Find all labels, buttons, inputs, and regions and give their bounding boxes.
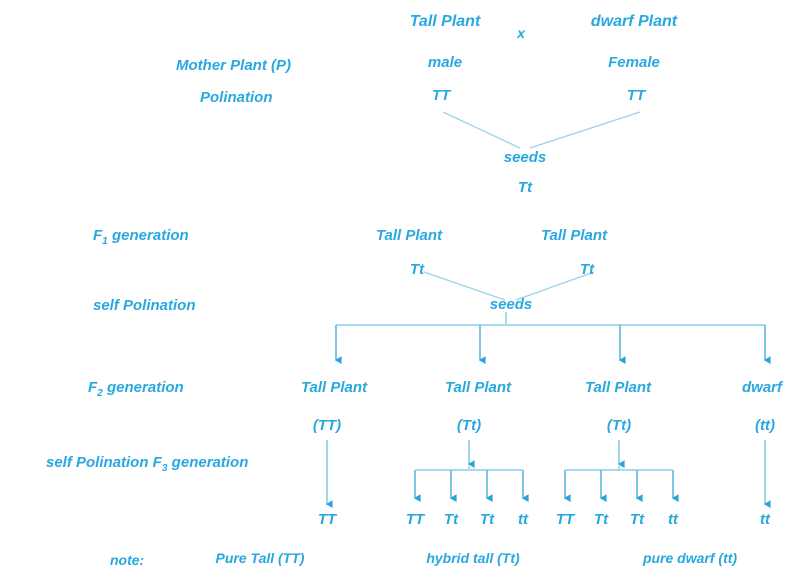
f1-right-plant-genotype: Tt bbox=[579, 261, 595, 278]
note-label: note: bbox=[110, 552, 145, 568]
f3-group1-genotype-1: TT bbox=[317, 511, 337, 528]
p-left-parent-sex: male bbox=[427, 54, 463, 71]
f3-group4-genotype-1: tt bbox=[760, 511, 770, 528]
self-polination-label: self Polination bbox=[93, 297, 196, 314]
f2-column-1-name: Tall Plant bbox=[300, 379, 368, 396]
note-pure-dwarf: pure dwarf (tt) bbox=[642, 550, 738, 566]
f1-suffix: generation bbox=[107, 227, 189, 244]
p-left-parent-genotype: TT bbox=[431, 87, 451, 104]
f1-left-plant-name: Tall Plant bbox=[375, 227, 443, 244]
f2-column-3-genotype: (Tt) bbox=[606, 417, 632, 434]
f3-group2-genotype-4: tt bbox=[518, 511, 528, 528]
f1-generation-label: F1 generation bbox=[93, 228, 189, 247]
f2-column-2-genotype: (Tt) bbox=[456, 417, 482, 434]
p-right-parent-genotype: TT bbox=[626, 87, 646, 104]
p-left-parent-name: Tall Plant bbox=[409, 13, 481, 30]
f1-subscript: 1 bbox=[102, 236, 108, 247]
f2-column-4-genotype: (tt) bbox=[755, 417, 775, 434]
f2-column-4-name: dwarf bbox=[741, 379, 783, 396]
f2-column-2-name: Tall Plant bbox=[444, 379, 512, 396]
f3-suffix: generation bbox=[167, 454, 249, 471]
note-pure-tall: Pure Tall (TT) bbox=[215, 550, 305, 566]
f2-suffix: generation bbox=[102, 379, 184, 396]
f1-right-plant-name: Tall Plant bbox=[540, 227, 608, 244]
f3-prefix: self Polination F bbox=[46, 454, 162, 471]
f3-subscript: 3 bbox=[161, 463, 168, 474]
f3-group2-genotype-1: TT bbox=[405, 511, 425, 528]
f3-group3-genotype-2: Tt bbox=[593, 511, 609, 528]
f3-group2-genotype-2: Tt bbox=[443, 511, 459, 528]
f2-subscript: 2 bbox=[97, 388, 103, 399]
p-seeds-genotype: Tt bbox=[517, 179, 533, 196]
f2-column-3-name: Tall Plant bbox=[584, 379, 652, 396]
f2-prefix: F bbox=[88, 379, 98, 396]
f3-group3-genotype-4: tt bbox=[668, 511, 678, 528]
note-hybrid-tall: hybrid tall (Tt) bbox=[426, 550, 520, 566]
f3-group3-genotype-3: Tt bbox=[629, 511, 645, 528]
f2-column-1-genotype: (TT) bbox=[312, 417, 342, 434]
f1-left-plant-genotype: Tt bbox=[409, 261, 425, 278]
cross-symbol: x bbox=[517, 25, 525, 41]
f3-generation-label: self Polination F3 generation bbox=[46, 455, 248, 474]
f3-group3-genotype-1: TT bbox=[555, 511, 575, 528]
f2-generation-label: F2 generation bbox=[88, 380, 184, 399]
polination-label: Polination bbox=[200, 89, 273, 106]
f1-seeds-label: seeds bbox=[489, 296, 533, 313]
mother-plant-label: Mother Plant (P) bbox=[176, 57, 291, 74]
p-right-parent-sex: Female bbox=[608, 54, 660, 71]
p-seeds-label: seeds bbox=[503, 149, 547, 166]
p-right-parent-name: dwarf Plant bbox=[590, 13, 678, 30]
f1-prefix: F bbox=[93, 227, 103, 244]
f3-group2-genotype-3: Tt bbox=[479, 511, 495, 528]
